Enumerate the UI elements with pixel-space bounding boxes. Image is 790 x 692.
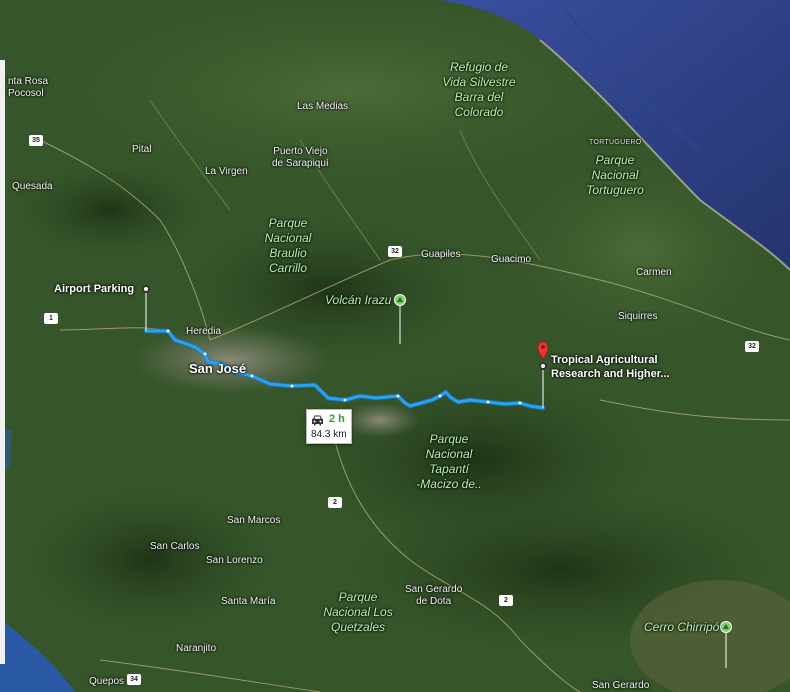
road-shield-1: 1 [44,313,58,324]
side-panel-edge [0,60,5,664]
park-refugio-barra-del-colorado[interactable]: Refugio de Vida Silvestre Barra del Colo… [442,60,516,119]
origin-marker-icon[interactable] [142,285,150,293]
place-santa-maria[interactable]: Santa María [221,596,276,607]
route-distance: 84.3 km [311,429,347,440]
road-shield-35: 35 [29,135,43,146]
place-san-marcos[interactable]: San Marcos [227,515,281,526]
car-icon [312,415,323,426]
place-guapiles[interactable]: Guapiles [421,249,461,260]
place-santa-rosa[interactable]: nta Rosa [8,76,49,87]
route-duration: 2 h [329,413,345,425]
place-las-medias[interactable]: Las Medias [297,101,349,112]
place-san-carlos[interactable]: San Carlos [150,541,200,552]
road-shield-34: 34 [127,674,141,685]
place-san-jose[interactable]: San José [189,361,247,376]
park-tapanti[interactable]: Parque Nacional Tapantí -Macizo de.. [416,432,482,491]
road-shield-32: 32 [388,246,402,257]
place-siquirres[interactable]: Siquirres [618,311,658,322]
road-shield-32b: 32 [745,341,759,352]
place-carmen[interactable]: Carmen [636,267,672,278]
park-los-quetzales[interactable]: Parque Nacional Los Quetzales [323,590,393,634]
place-quesada[interactable]: Quesada [12,181,53,192]
place-quepos[interactable]: Quepos [89,676,125,687]
destination-marker-icon[interactable] [539,362,547,370]
place-san-gerardo[interactable]: San Gerardo [592,680,650,691]
place-pocosol[interactable]: Pocosol [8,88,44,99]
destination-pin-icon [537,341,549,360]
road-shield-2b: 2 [499,595,513,606]
place-pital[interactable]: Pital [132,144,152,155]
place-san-lorenzo[interactable]: San Lorenzo [206,555,263,566]
road-shield-2a: 2 [328,497,342,508]
route-info-box[interactable]: 2 h 84.3 km [306,409,352,444]
place-la-virgen[interactable]: La Virgen [205,166,248,177]
place-san-gerardo-de-dota[interactable]: San Gerardo de Dota [405,584,463,607]
place-naranjito[interactable]: Naranjito [176,643,217,654]
destination-label[interactable]: Tropical Agricultural Research and Highe… [551,354,670,380]
park-tortuguero[interactable]: Parque Nacional Tortuguero [586,153,644,197]
place-tortuguero[interactable]: TORTUGUERO [589,139,642,146]
place-heredia[interactable]: Heredia [186,326,222,337]
place-volcan-irazu[interactable]: Volcán Irazu [325,293,392,307]
place-cerro-chirripo[interactable]: Cerro Chirripó [644,620,720,634]
volcano-peak-icon[interactable] [394,294,406,306]
place-guacimo[interactable]: Guacimo [491,254,532,265]
origin-label[interactable]: Airport Parking [54,283,135,295]
place-puerto-viejo[interactable]: Puerto Viejo de Sarapiquí [272,146,329,169]
mountain-peak-icon[interactable] [720,621,732,633]
park-braulio-carrillo[interactable]: Parque Nacional Braulio Carrillo [264,216,312,275]
